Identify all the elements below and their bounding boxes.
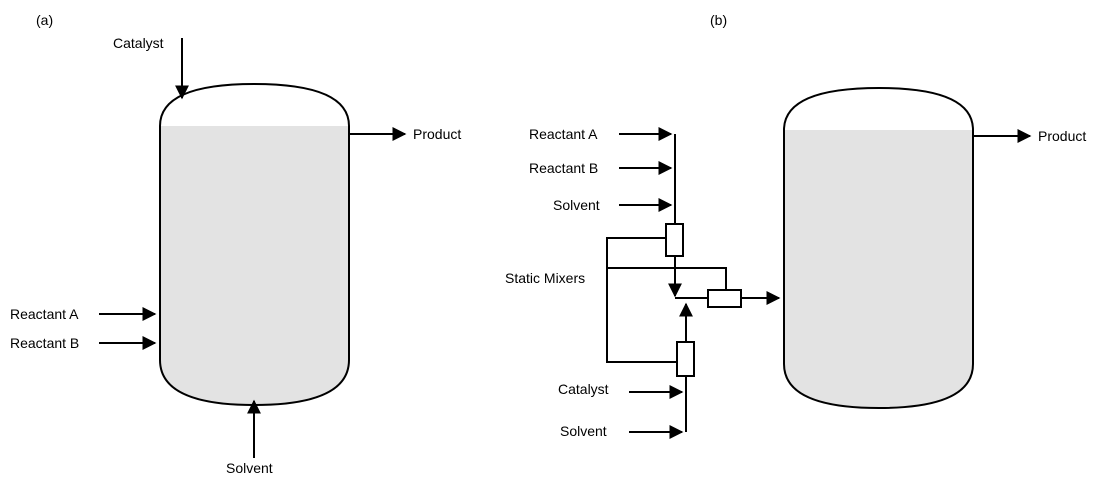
solvent-label-b-top: Solvent xyxy=(553,197,600,213)
reactant-b-label-a: Reactant B xyxy=(10,335,79,351)
panel-a-label: (a) xyxy=(36,12,53,28)
vessel-b-outline xyxy=(783,86,974,410)
mixer-bypass-line xyxy=(606,237,677,363)
static-mixer-3 xyxy=(707,289,742,308)
catalyst-label-b: Catalyst xyxy=(558,381,609,397)
mixer-loop-line xyxy=(607,267,727,298)
reactant-a-label-b: Reactant A xyxy=(529,126,598,142)
catalyst-label-a: Catalyst xyxy=(113,35,164,51)
panel-b-label: (b) xyxy=(710,12,727,28)
product-label-b: Product xyxy=(1038,128,1086,144)
vessel-a xyxy=(159,82,350,407)
reactant-a-label-a: Reactant A xyxy=(10,306,79,322)
product-label-a: Product xyxy=(413,126,461,142)
vessel-b xyxy=(783,86,974,410)
vessel-a-outline xyxy=(159,82,350,407)
static-mixer-2 xyxy=(676,341,695,377)
vessel-a-liquid xyxy=(160,126,349,405)
solvent-label-a: Solvent xyxy=(226,460,273,476)
static-mixers-label: Static Mixers xyxy=(505,270,585,286)
reactant-b-label-b: Reactant B xyxy=(529,160,598,176)
solvent-label-b-bottom: Solvent xyxy=(560,423,607,439)
static-mixer-1 xyxy=(665,223,684,257)
vessel-b-liquid xyxy=(784,130,973,408)
